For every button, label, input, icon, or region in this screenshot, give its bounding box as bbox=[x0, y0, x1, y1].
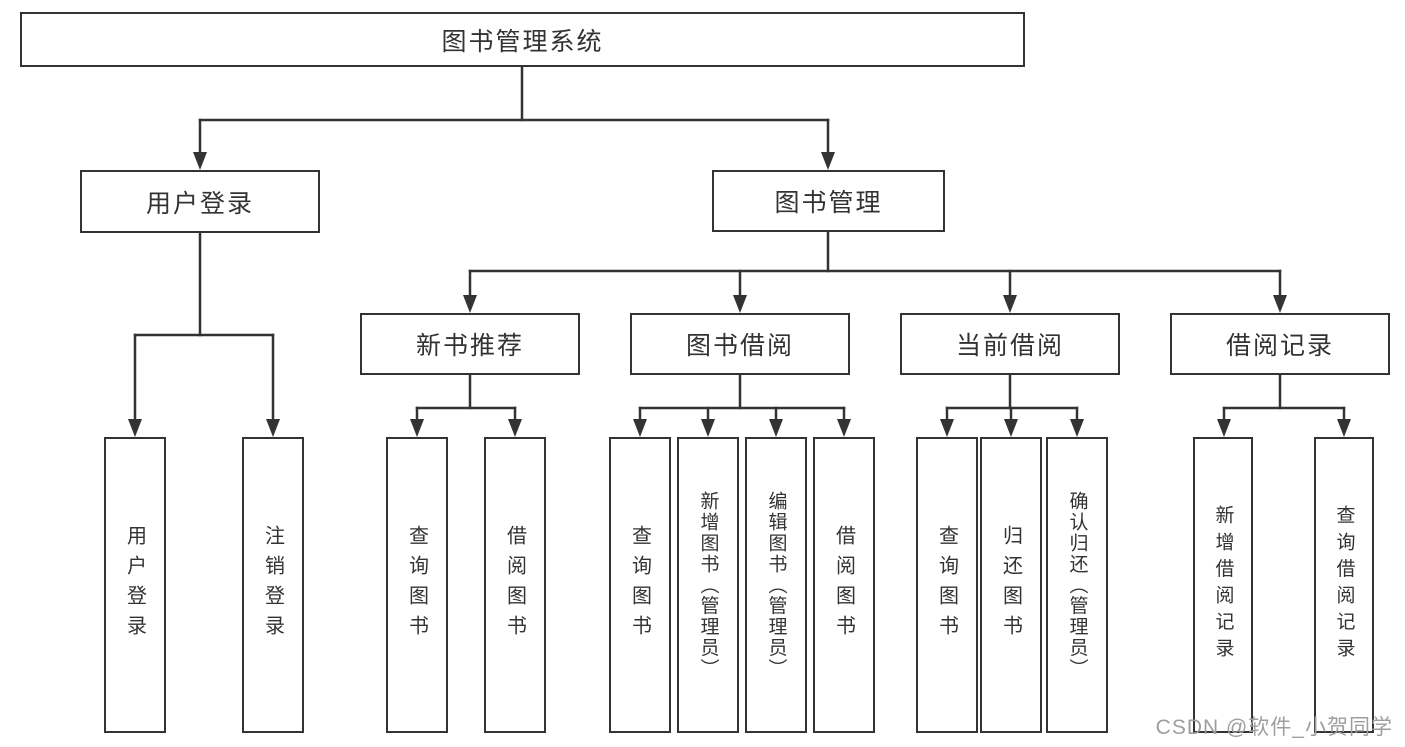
leaf-current-query-books: 查询图书 bbox=[916, 437, 978, 733]
leaf-current-confirm-return-admin: 确认归还（管理员） bbox=[1046, 437, 1108, 733]
leaf-borrow-add-books-admin: 新增图书（管理员） bbox=[677, 437, 739, 733]
leaf-borrow-query-books: 查询图书 bbox=[609, 437, 671, 733]
leaf-borrow-borrow-books: 借阅图书 bbox=[813, 437, 875, 733]
leaf-borrow-edit-books-admin: 编辑图书（管理员） bbox=[745, 437, 807, 733]
node-user-login: 用户登录 bbox=[80, 170, 320, 233]
leaf-user-login: 用户登录 bbox=[104, 437, 166, 733]
node-root: 图书管理系统 bbox=[20, 12, 1025, 67]
leaf-records-query-record: 查询借阅记录 bbox=[1314, 437, 1374, 733]
node-borrow-records: 借阅记录 bbox=[1170, 313, 1390, 375]
node-new-book-recommend: 新书推荐 bbox=[360, 313, 580, 375]
watermark: CSDN @软件_小贺同学 bbox=[1155, 716, 1393, 739]
node-current-borrow: 当前借阅 bbox=[900, 313, 1120, 375]
leaf-current-return-books: 归还图书 bbox=[980, 437, 1042, 733]
node-book-management: 图书管理 bbox=[712, 170, 945, 232]
leaf-recommend-query-books: 查询图书 bbox=[386, 437, 448, 733]
leaf-recommend-borrow-books: 借阅图书 bbox=[484, 437, 546, 733]
leaf-records-add-record: 新增借阅记录 bbox=[1193, 437, 1253, 733]
leaf-logout: 注销登录 bbox=[242, 437, 304, 733]
node-book-borrow: 图书借阅 bbox=[630, 313, 850, 375]
